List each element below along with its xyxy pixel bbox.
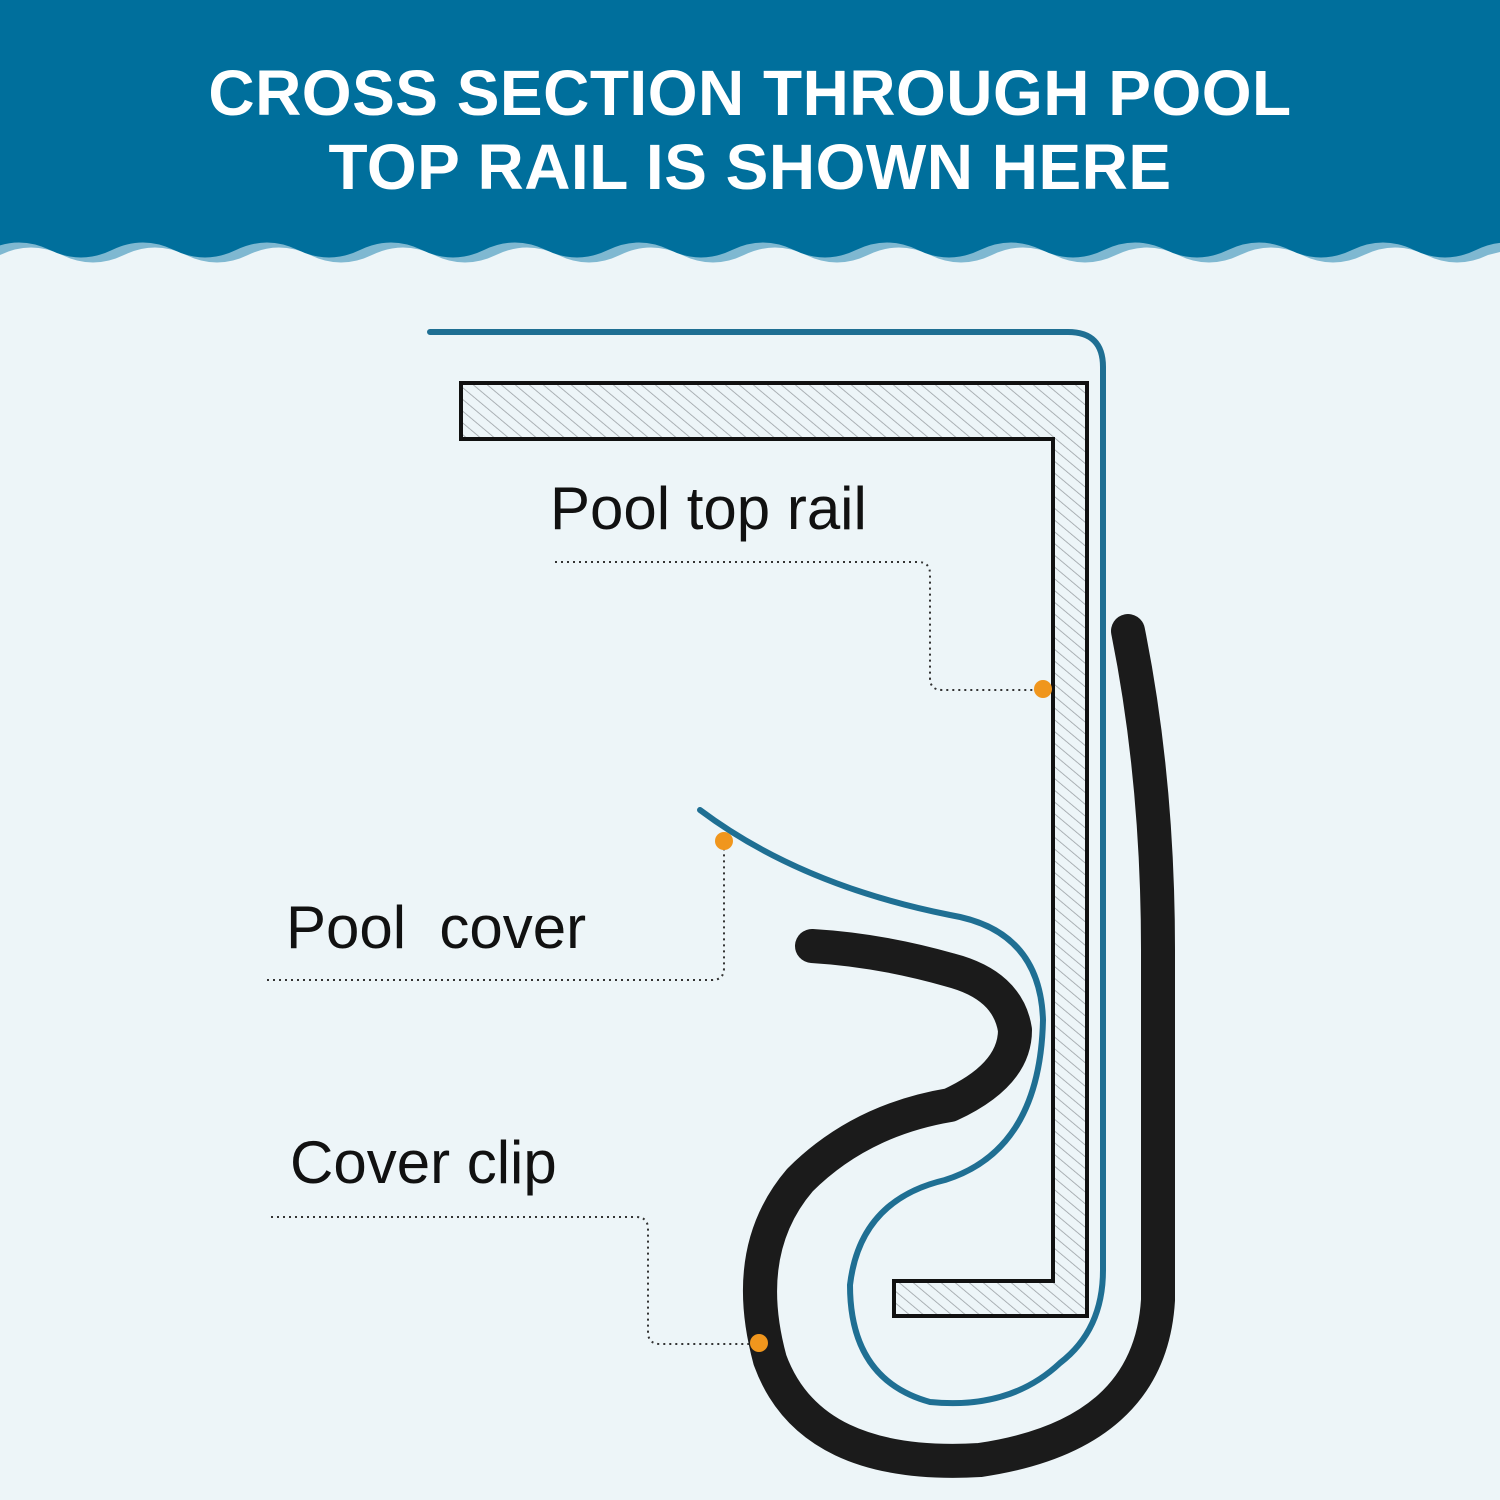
pool-cover-leader — [267, 842, 725, 981]
label-pool-cover: Pool cover — [286, 894, 587, 961]
pool-cover-marker — [715, 832, 733, 850]
label-cover-clip: Cover clip — [290, 1129, 557, 1196]
pool-cover-line — [427, 329, 1106, 1407]
top-rail-leader — [555, 561, 1043, 691]
wave-edge-light — [0, 240, 1500, 263]
page-title: CROSS SECTION THROUGH POOL TOP RAIL IS S… — [0, 56, 1500, 204]
pool-top-rail — [459, 381, 1089, 1318]
cover-clip — [743, 614, 1175, 1478]
cover-clip-marker — [750, 1334, 768, 1352]
title-line-2: TOP RAIL IS SHOWN HERE — [328, 131, 1172, 203]
cover-clip-leader — [271, 1216, 759, 1345]
label-pool-top-rail: Pool top rail — [550, 475, 867, 542]
top-rail-marker — [1034, 680, 1052, 698]
title-line-1: CROSS SECTION THROUGH POOL — [208, 57, 1292, 129]
wave-edge — [0, 200, 1500, 258]
